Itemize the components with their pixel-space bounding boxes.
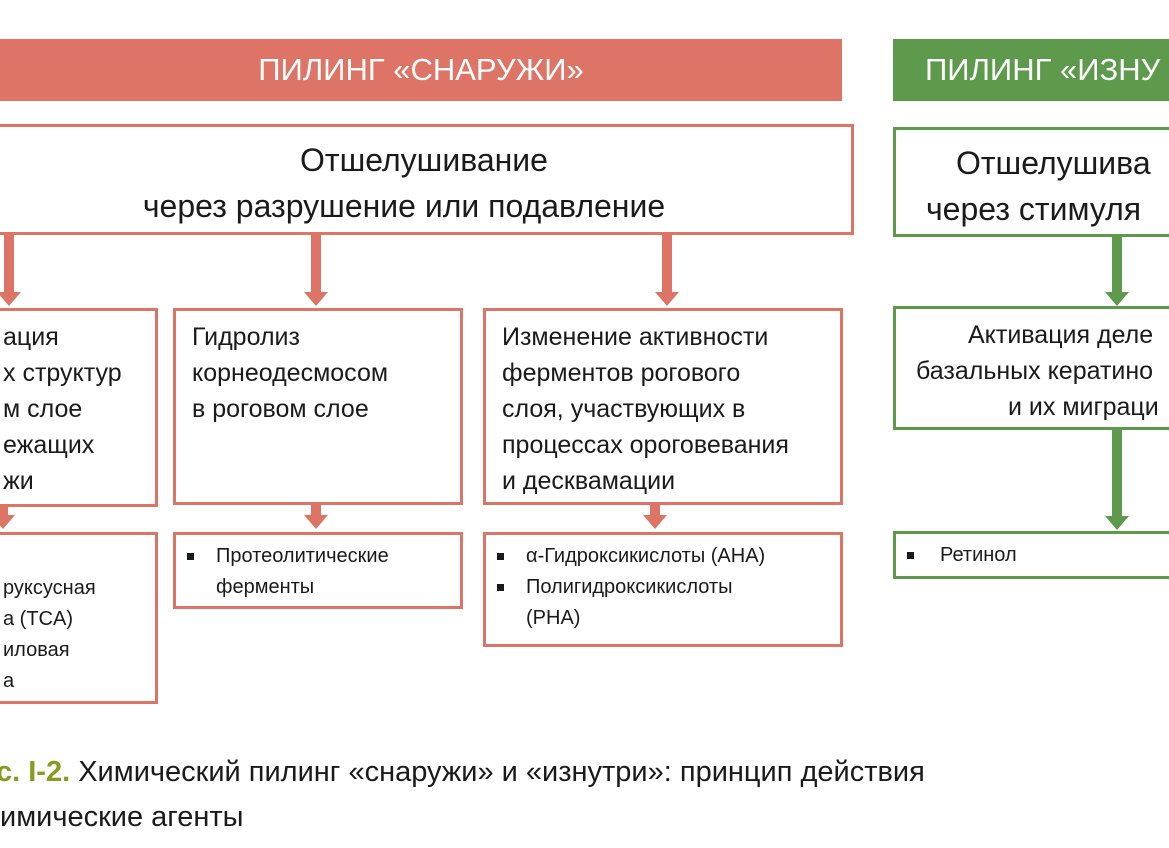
agent-item: Протеолитические ферменты: [176, 541, 460, 603]
inside-mechanism-line: Активация деле: [968, 321, 1154, 349]
mechanism-3-line: процессах ороговевания: [502, 431, 789, 459]
arrowhead-inside-2: [1105, 516, 1129, 530]
mechanism-1-line: ация: [3, 323, 59, 351]
agent-box-2: Протеолитические ферменты: [173, 532, 463, 609]
arrowhead-outside-2: [304, 292, 328, 306]
agent-item: Ретинол: [896, 540, 1169, 571]
inside-exfoliation-title: Отшелушива: [956, 145, 1151, 181]
outside-exfoliation-title: Отшелушивание: [300, 142, 548, 178]
mechanism-1-line: х структур: [3, 359, 122, 387]
inside-agent-box: Ретинол: [893, 531, 1169, 579]
agent-1-line: руксусная: [3, 577, 96, 599]
inside-mechanism-line: и их миграци: [1008, 393, 1159, 421]
caption-text: Химический пилинг «снаружи» и «изнутри»:…: [70, 756, 925, 788]
arrow-inside-2: [1112, 430, 1122, 518]
outside-exfoliation-box: Отшелушивание через разрушение или подав…: [0, 124, 854, 235]
agent-item-line: (PHA): [526, 607, 581, 629]
agent-item-line: Ретинол: [940, 544, 1017, 566]
inside-exfoliation-subtitle: через стимуля: [926, 191, 1142, 227]
mechanism-2-line: Гидролиз: [192, 323, 300, 351]
agent-item-line: ферменты: [216, 576, 315, 598]
arrow-inside-1: [1112, 237, 1122, 294]
arrow-outside-1: [4, 235, 14, 293]
inside-mechanism-box: Активация деле базальных кератино и их м…: [893, 306, 1169, 430]
agent-1-line: иловая: [3, 639, 70, 661]
mechanism-3-line: ферментов рогового: [502, 359, 741, 387]
arrowhead-inside-1: [1105, 292, 1129, 306]
arrow-outside-6: [650, 505, 660, 517]
mechanism-1-line: жи: [3, 467, 34, 495]
inside-mechanism-line: базальных кератино: [916, 357, 1154, 385]
arrow-outside-4: [0, 507, 8, 517]
agent-item: Полигидроксикислоты (PHA): [486, 572, 840, 634]
agent-box-1: руксусная а (TCA) иловая а: [0, 532, 158, 704]
mechanism-3-line: Изменение активности: [502, 323, 769, 351]
agent-item-line: Протеолитические: [216, 545, 389, 567]
agent-item-line: Полигидроксикислоты: [526, 576, 733, 598]
inside-exfoliation-box: Отшелушива через стимуля: [893, 127, 1169, 237]
agent-box-3: α-Гидроксикислоты (AHA) Полигидроксикисл…: [483, 532, 843, 647]
inside-peeling-banner: ПИЛИНГ «ИЗНУ: [893, 39, 1169, 101]
mechanism-3-line: и десквамации: [502, 467, 676, 495]
outside-exfoliation-subtitle: через разрушение или подавление: [142, 188, 666, 224]
agent-item-line: α-Гидроксикислоты (AHA): [526, 545, 766, 567]
agent-1-line: а: [3, 670, 15, 692]
arrowhead-outside-5: [304, 515, 328, 529]
mechanism-1-line: м слое: [3, 395, 83, 423]
mechanism-1-line: ежащих: [3, 431, 95, 459]
mechanism-2-line: корнеодесмосом: [192, 359, 389, 387]
mechanism-2-line: в роговом слое: [192, 395, 369, 423]
arrow-outside-3: [662, 235, 672, 293]
figure-caption-line2: имические агенты: [0, 801, 244, 833]
mechanism-3-line: слоя, участвующих в: [502, 395, 746, 423]
agent-1-line: а (TCA): [3, 608, 73, 630]
agent-item: α-Гидроксикислоты (AHA): [486, 541, 840, 572]
arrow-outside-2: [311, 235, 321, 293]
arrowhead-outside-3: [655, 292, 679, 306]
mechanism-box-3: Изменение активности ферментов рогового …: [483, 308, 843, 505]
arrowhead-outside-4: [0, 515, 15, 529]
arrow-outside-5: [311, 505, 321, 517]
figure-number: с. I-2.: [0, 756, 71, 788]
arrowhead-outside-1: [0, 292, 21, 306]
figure-caption: с. I-2. Химический пилинг «снаружи» и «и…: [0, 752, 925, 792]
outside-peeling-banner: ПИЛИНГ «СНАРУЖИ»: [0, 39, 842, 101]
arrowhead-outside-6: [643, 515, 667, 529]
mechanism-box-2: Гидролиз корнеодесмосом в роговом слое: [173, 308, 463, 505]
mechanism-box-1: ация х структур м слое ежащих жи: [0, 308, 158, 507]
